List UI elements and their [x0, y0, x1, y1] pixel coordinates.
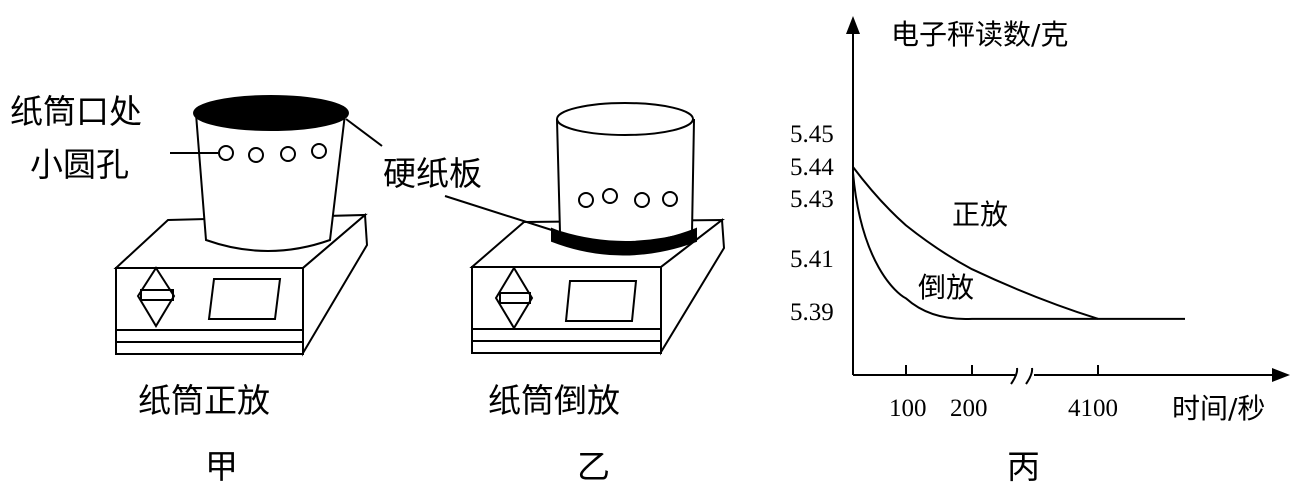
axis-break-icon	[1010, 367, 1019, 385]
series-label-inverted: 倒放	[918, 271, 974, 304]
chart: 电子秤读数/克 时间/秒 正放 倒放 100 200 4100 5.45 5.4…	[790, 16, 1290, 425]
cardboard	[551, 227, 697, 256]
diamond-indicator-icon	[136, 266, 176, 328]
y-tick-label: 5.45	[790, 121, 834, 148]
panel-label-bing: 丙	[1007, 447, 1040, 486]
x-tick-label: 100	[889, 395, 927, 422]
caption-jia: 纸筒正放	[138, 381, 270, 420]
y-axis-label: 电子秤读数/克	[891, 18, 1068, 51]
x-tick-label: 200	[950, 395, 988, 422]
x-tick-label: 4100	[1068, 395, 1118, 422]
series-line-upright	[852, 166, 1099, 320]
x-axis-arrow-icon	[1272, 368, 1290, 382]
caption-yi: 纸筒倒放	[488, 381, 620, 420]
hole-label-line2: 小圆孔	[30, 145, 129, 184]
y-tick-label: 5.41	[790, 246, 834, 273]
scale-jia	[113, 212, 369, 357]
y-tick-label: 5.44	[790, 154, 834, 181]
tube-jia	[170, 95, 383, 252]
series-line-inverted	[852, 172, 1098, 320]
display-window	[564, 280, 638, 322]
board-label: 硬纸板	[383, 154, 482, 193]
axis-break-icon	[1025, 367, 1034, 385]
y-axis-arrow-icon	[846, 16, 860, 34]
tube-yi	[444, 102, 697, 256]
panel-label-jia: 甲	[205, 447, 238, 486]
hole-label-line1: 纸筒口处	[10, 92, 142, 131]
series-label-upright: 正放	[952, 198, 1008, 231]
y-tick-label: 5.39	[790, 299, 834, 326]
y-tick-label: 5.43	[790, 186, 834, 213]
diamond-indicator-icon	[494, 266, 534, 330]
panel-label-yi: 乙	[577, 447, 610, 486]
x-axis-label: 时间/秒	[1172, 392, 1265, 425]
display-window	[207, 278, 282, 320]
